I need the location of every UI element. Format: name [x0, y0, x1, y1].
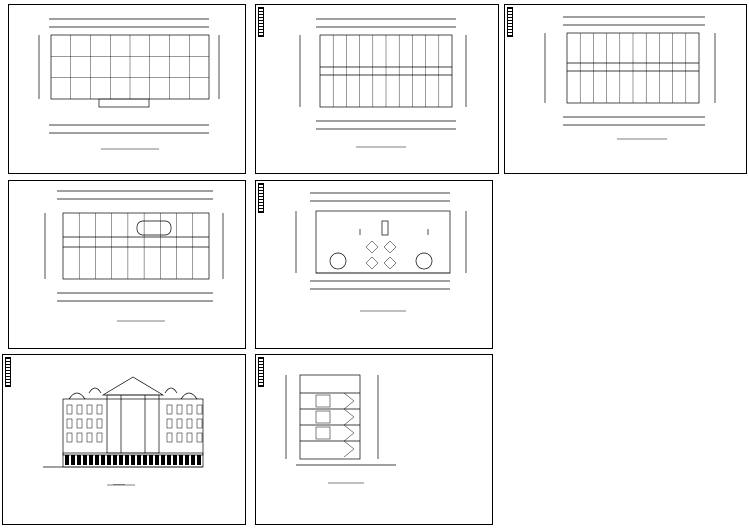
window — [96, 404, 103, 415]
base-opening — [173, 455, 177, 465]
roof-plan-drawing — [295, 192, 467, 312]
sheet-roof-plan[interactable] — [255, 180, 493, 349]
base-opening — [137, 455, 141, 465]
base-opening — [149, 455, 153, 465]
window — [66, 432, 73, 443]
front-elevation-drawing — [43, 376, 204, 486]
base-opening — [107, 455, 111, 465]
base-opening — [71, 455, 75, 465]
window — [96, 418, 103, 429]
base-opening — [179, 455, 183, 465]
base-opening — [89, 455, 93, 465]
window — [196, 432, 203, 443]
base-opening — [101, 455, 105, 465]
window — [166, 432, 173, 443]
window — [166, 418, 173, 429]
sheet-section[interactable] — [255, 354, 493, 525]
elevation-caption: 一一一 — [113, 482, 125, 487]
window — [186, 418, 193, 429]
sheet-plan-4[interactable] — [8, 180, 246, 349]
window — [196, 418, 203, 429]
title-block-icon — [258, 357, 264, 387]
window — [86, 404, 93, 415]
base-opening — [143, 455, 147, 465]
plan-1-drawing — [38, 18, 220, 150]
title-block-icon — [258, 7, 264, 37]
window — [86, 432, 93, 443]
window — [166, 404, 173, 415]
base-opening — [131, 455, 135, 465]
window — [186, 404, 193, 415]
sheet-plan-1[interactable] — [8, 4, 246, 174]
plan-4-drawing — [44, 190, 224, 322]
title-block-icon — [258, 183, 264, 213]
base-opening — [185, 455, 189, 465]
window — [66, 418, 73, 429]
base-opening — [77, 455, 81, 465]
plan-3-drawing — [544, 16, 716, 140]
sheet-front-elevation[interactable]: 一一一 — [2, 354, 246, 525]
window — [86, 418, 93, 429]
sheet-plan-2[interactable] — [255, 4, 499, 174]
base-opening — [125, 455, 129, 465]
window — [176, 432, 183, 443]
base-opening — [155, 455, 159, 465]
section-drawing — [285, 374, 396, 484]
title-block-icon — [507, 7, 513, 37]
sheet-plan-3[interactable] — [504, 4, 747, 174]
window — [96, 432, 103, 443]
base-opening — [167, 455, 171, 465]
base-opening — [161, 455, 165, 465]
base-opening — [197, 455, 201, 465]
window — [66, 404, 73, 415]
base-opening — [95, 455, 99, 465]
window — [196, 404, 203, 415]
window — [76, 404, 83, 415]
window — [76, 418, 83, 429]
title-block-icon — [5, 357, 11, 387]
window — [76, 432, 83, 443]
base-opening — [83, 455, 87, 465]
base-opening — [65, 455, 69, 465]
window — [176, 404, 183, 415]
base-opening — [191, 455, 195, 465]
base-opening — [119, 455, 123, 465]
window — [176, 418, 183, 429]
window — [186, 432, 193, 443]
plan-2-drawing — [299, 18, 467, 148]
base-opening — [113, 455, 117, 465]
